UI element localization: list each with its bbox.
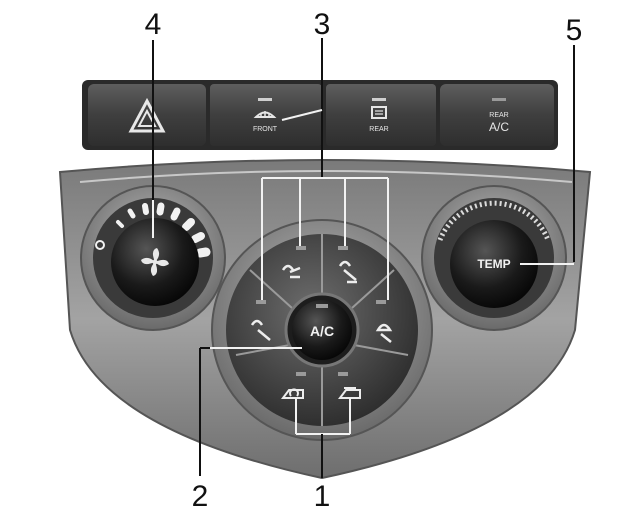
fresh-air-icon xyxy=(338,387,361,399)
rear-ac-button[interactable]: REAR A/C xyxy=(440,84,554,146)
fan-off-marker xyxy=(95,240,105,250)
rear-defrost-indicator xyxy=(372,98,386,101)
vent-face-feet-button[interactable] xyxy=(338,246,357,284)
hazard-icon xyxy=(128,97,166,133)
fresh-air-button[interactable] xyxy=(338,372,361,399)
front-defrost-icon xyxy=(253,111,277,118)
mode-selector: A/C xyxy=(211,219,433,441)
rear-ac-big-label: A/C xyxy=(489,120,509,134)
front-label: FRONT xyxy=(253,126,278,133)
top-button-strip: FRONT REAR REAR A/C xyxy=(82,80,558,150)
vent-face-feet-indicator xyxy=(338,246,348,250)
hazard-button[interactable] xyxy=(88,84,206,146)
panel-highlight xyxy=(79,170,573,183)
ac-label: A/C xyxy=(310,323,334,339)
mode-dividers xyxy=(235,234,409,426)
vent-feet-button[interactable] xyxy=(250,300,271,341)
vent-face-icon xyxy=(281,264,301,279)
fan-icon xyxy=(141,248,169,276)
ac-button[interactable]: A/C xyxy=(284,292,360,368)
vent-face-feet-icon xyxy=(338,260,357,284)
fan-speed-scale xyxy=(116,202,211,258)
rear-label: REAR xyxy=(369,126,388,133)
vent-feet-icon xyxy=(250,319,271,341)
rear-defrost-icon xyxy=(371,106,387,119)
fan-speed-knob[interactable] xyxy=(80,185,226,331)
rear-ac-indicator xyxy=(492,98,506,101)
front-defrost-indicator xyxy=(258,98,272,101)
rear-ac-small-label: REAR xyxy=(489,112,508,119)
temp-label: TEMP xyxy=(477,257,510,271)
callout-3: 3 xyxy=(314,8,331,41)
temperature-knob[interactable]: TEMP xyxy=(421,185,567,331)
vent-face-indicator xyxy=(296,246,306,250)
vent-feet-indicator xyxy=(256,300,266,304)
vent-face-button[interactable] xyxy=(281,246,306,279)
leader-lines xyxy=(152,38,575,478)
vent-feet-defrost-icon xyxy=(375,323,393,343)
front-defrost-button[interactable]: FRONT xyxy=(210,84,322,146)
recirculation-indicator xyxy=(296,372,306,376)
rear-defrost-button[interactable]: REAR xyxy=(326,84,436,146)
callout-2: 2 xyxy=(192,480,209,513)
ac-indicator xyxy=(316,304,328,308)
vent-feet-defrost-indicator xyxy=(376,300,386,304)
fresh-air-indicator xyxy=(338,372,348,376)
callout-4: 4 xyxy=(145,8,162,41)
callout-5: 5 xyxy=(566,14,583,47)
callout-1: 1 xyxy=(314,480,331,513)
vent-feet-defrost-button[interactable] xyxy=(375,300,393,343)
